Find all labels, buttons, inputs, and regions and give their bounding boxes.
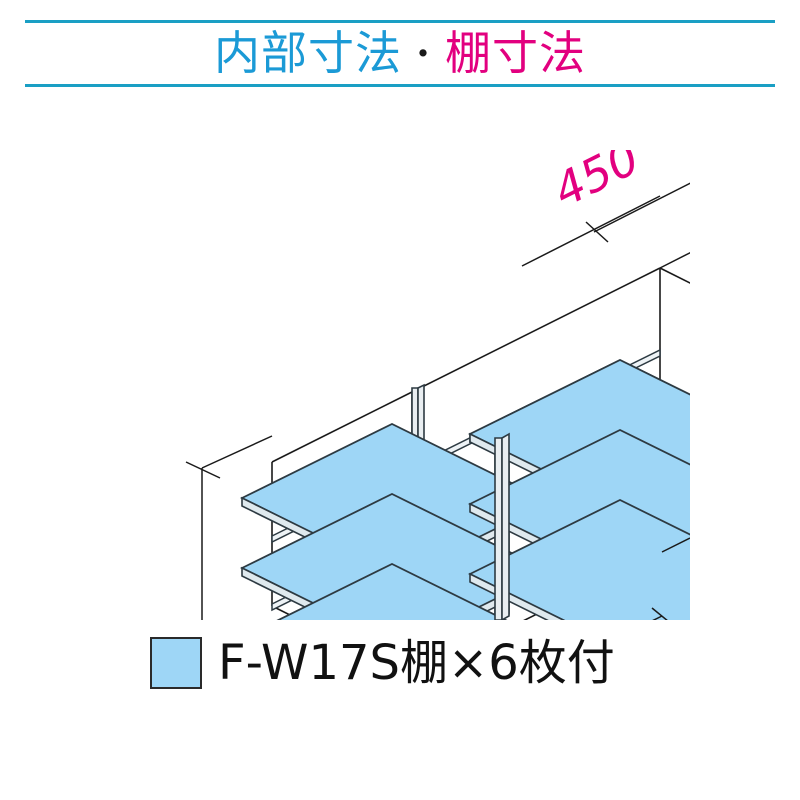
diagram-svg: .ln { stroke:#1a1a1a; stroke-width:1.6; … [103, 130, 800, 800]
cabinet-right-wall-top [659, 267, 800, 339]
centre-post-overlay-side [501, 432, 510, 622]
dim-height-ext-top [201, 435, 273, 469]
title-rule-top [25, 20, 775, 23]
page-title: 内部寸法・棚寸法 [0, 25, 800, 83]
isometric-diagram: .ln { stroke:#1a1a1a; stroke-width:1.6; … [103, 130, 800, 800]
dim-shelfdepth-ext-b [659, 197, 799, 269]
dim-label-shelf-depth: 450 [545, 150, 648, 218]
dim-bayright-ext [661, 537, 691, 553]
dim-height-tick-top [185, 461, 221, 479]
title-rule-bottom [25, 84, 775, 87]
dim-label-height: 1770 [150, 489, 157, 606]
centre-post-overlay-front [494, 437, 503, 621]
legend-color-swatch [150, 637, 202, 689]
dim-shelfdepth-tick-a [585, 221, 609, 243]
cabinet-back-top-edge [411, 267, 661, 393]
cabinet-left-wall-top [271, 391, 413, 463]
dim-shelfdepth-ext-a [521, 195, 661, 267]
title-part-shelf-dimensions: 棚寸法 [445, 26, 586, 80]
legend-label: F-W17S棚×6枚付 [218, 635, 615, 691]
title-separator-dot: ・ [406, 35, 441, 75]
legend: F-W17S棚×6枚付 [150, 628, 615, 698]
title-part-inner-dimensions: 内部寸法 [214, 26, 402, 80]
